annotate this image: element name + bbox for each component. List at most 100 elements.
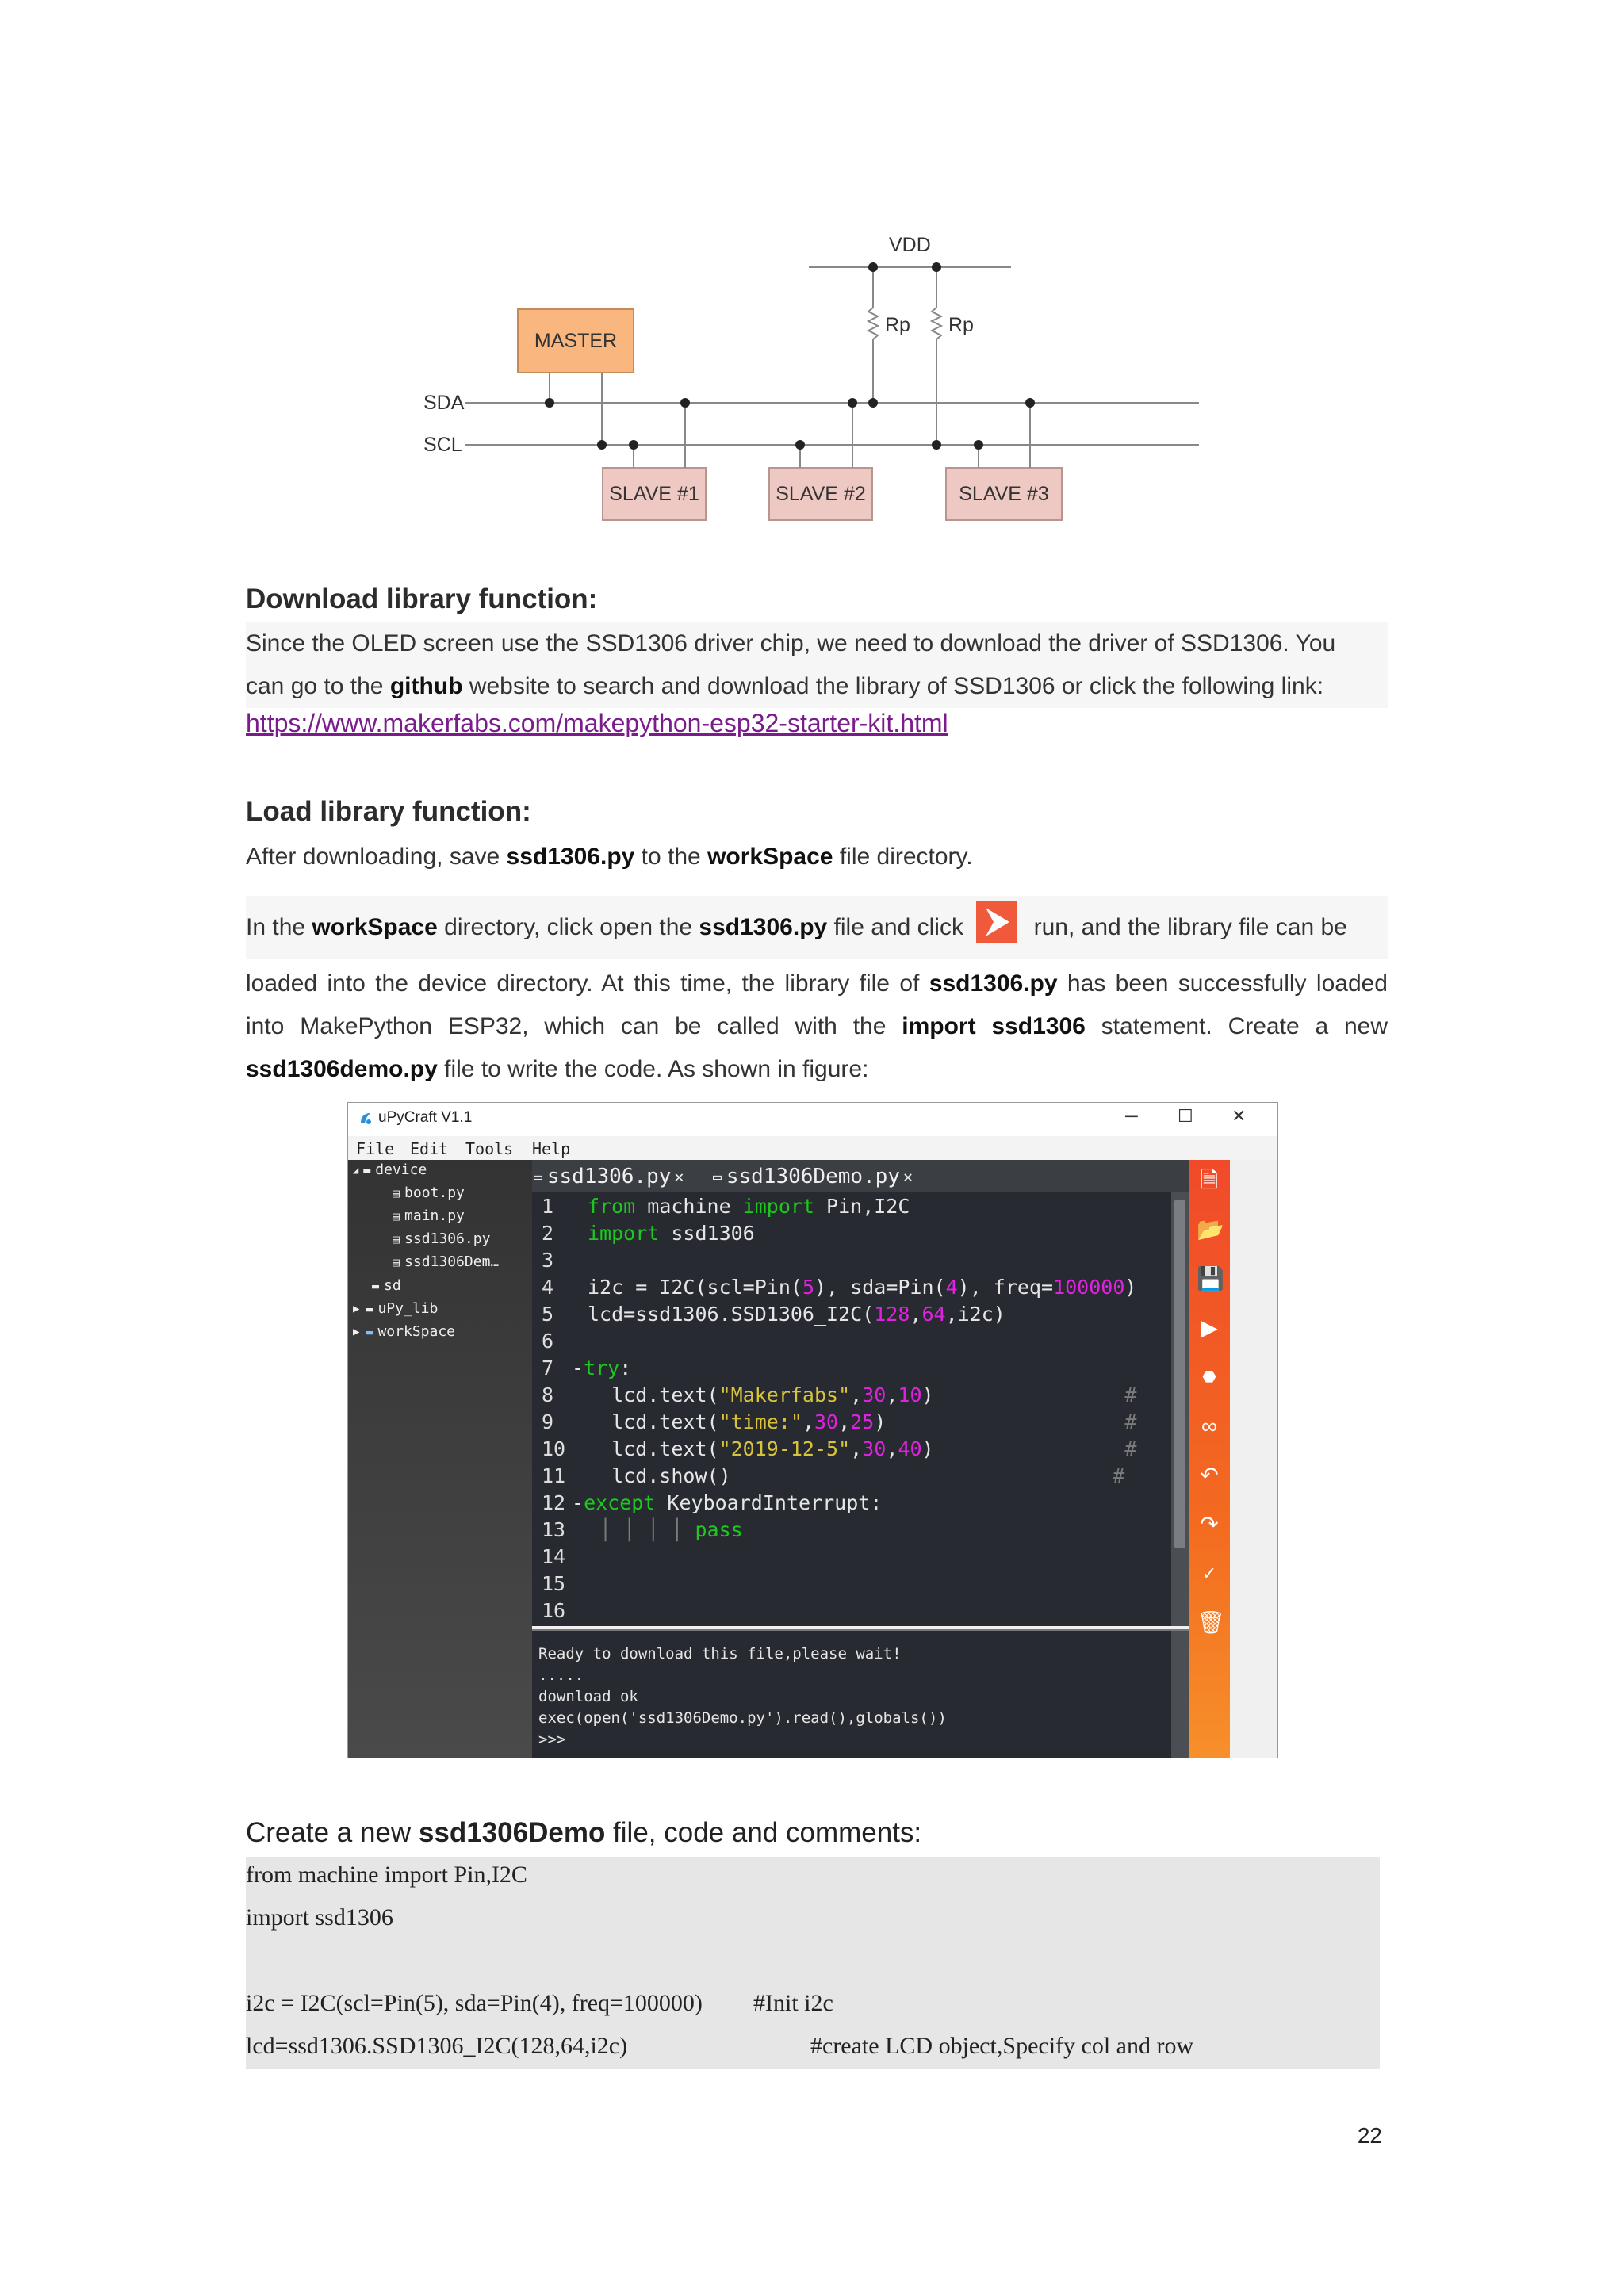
menu-bar: File Edit Tools Help — [348, 1136, 1277, 1160]
scroll-thumb[interactable] — [1174, 1200, 1185, 1548]
terminal-prompt: >>> — [538, 1731, 575, 1748]
run-icon[interactable]: ▶ — [1201, 1315, 1218, 1340]
tab-ssd1306[interactable]: ▭ssd1306.py✕ — [534, 1163, 684, 1190]
scl-label: SCL — [423, 434, 462, 456]
file-tree: ◢▬device ▤boot.py ▤main.py ▤ssd1306.py ▤… — [348, 1160, 532, 1758]
rp2-label: Rp — [948, 314, 974, 336]
clear-icon[interactable]: 🗑 — [1197, 1610, 1225, 1635]
master-label: MASTER — [534, 330, 617, 352]
tree-label: main.py — [404, 1207, 465, 1224]
terminal-panel[interactable]: Ready to download this file,please wait!… — [532, 1629, 1189, 1758]
rp2-resistor — [929, 307, 944, 340]
terminal-scrollbar[interactable] — [1171, 1631, 1189, 1758]
undo-icon[interactable]: ↶ — [1200, 1463, 1219, 1487]
github-term: github — [389, 673, 463, 699]
listing-line-5: lcd=ssd1306.SSD1306_I2C(128,64,i2c)#crea… — [246, 2033, 1193, 2060]
tree-item-sd[interactable]: ▬sd — [372, 1277, 401, 1294]
load-text-11: statement. Create a new — [1085, 1013, 1388, 1039]
file-icon: ▤ — [393, 1254, 400, 1269]
editor-scrollbar[interactable] — [1171, 1192, 1189, 1626]
expand-right-icon[interactable]: ▶ — [353, 1325, 360, 1338]
tree-label: ssd1306.py — [404, 1230, 491, 1247]
expand-right-icon[interactable]: ▶ — [353, 1302, 360, 1315]
folder-icon: ▬ — [363, 1162, 371, 1177]
listing-code: i2c = I2C(scl=Pin(5), sda=Pin(4), freq=1… — [246, 1990, 703, 2016]
load-text-2: to the — [634, 844, 708, 870]
tab-close-icon[interactable]: ✕ — [674, 1167, 684, 1186]
terminal-line: Ready to download this file,please wait! — [538, 1645, 902, 1663]
slave3-box — [945, 467, 1063, 521]
listing-line-2: import ssd1306 — [246, 1904, 393, 1931]
file-icon: ▤ — [393, 1208, 400, 1223]
tree-item-upy-lib[interactable]: ▶▬uPy_lib — [353, 1300, 438, 1317]
load-text-7: run, and the library file can be — [1027, 914, 1347, 940]
open-file-icon[interactable]: 📂 — [1197, 1217, 1224, 1242]
load-text-10: into MakePython ESP32, which can be call… — [246, 1013, 902, 1039]
menu-help[interactable]: Help — [532, 1139, 571, 1158]
create-demo-heading: Create a new ssd1306Demo file, code and … — [246, 1817, 921, 1849]
monitor-icon: ▭ — [534, 1168, 542, 1185]
tree-item-main[interactable]: ▤ main.py — [393, 1207, 465, 1224]
syntax-check-icon[interactable]: ✓ — [1201, 1563, 1217, 1583]
terminal-line: ..... — [538, 1667, 584, 1684]
rp1-resistor — [866, 307, 880, 340]
file-icon: ▤ — [393, 1185, 400, 1200]
tab-label: ssd1306.py — [546, 1165, 672, 1188]
slave2-box — [768, 467, 873, 521]
tab-label: ssd1306Demo.py — [726, 1165, 900, 1188]
redo-icon[interactable]: ↷ — [1200, 1512, 1219, 1536]
tree-item-workspace[interactable]: ▶▬workSpace — [353, 1323, 455, 1340]
upycraft-window: uPyCraft V1.1 ─ ☐ ✕ File Edit Tools Help… — [347, 1102, 1278, 1758]
ssd1306-term-3: ssd1306.py — [929, 970, 1058, 997]
slave2-label: SLAVE #2 — [776, 483, 866, 505]
load-text-4: In the — [246, 914, 312, 940]
tree-label: boot.py — [404, 1184, 465, 1201]
slave1-box — [602, 467, 707, 521]
menu-edit[interactable]: Edit — [410, 1139, 449, 1158]
load-paragraph-line5: ssd1306demo.py file to write the code. A… — [246, 1048, 1388, 1091]
menu-tools[interactable]: Tools — [465, 1139, 514, 1158]
expand-down-icon[interactable]: ◢ — [353, 1164, 359, 1176]
right-toolbar: 🗎 📂 💾 ▶ ⬣ ∞ ↶ ↷ ✓ 🗑 — [1189, 1160, 1230, 1758]
tab-ssd1306demo[interactable]: ▭ssd1306Demo.py✕ — [713, 1163, 913, 1190]
menu-file[interactable]: File — [356, 1139, 395, 1158]
save-icon[interactable]: 💾 — [1197, 1266, 1224, 1291]
tab-close-icon[interactable]: ✕ — [903, 1167, 914, 1186]
tree-label: uPy_lib — [377, 1300, 439, 1317]
minimize-icon[interactable]: ─ — [1125, 1106, 1138, 1126]
load-paragraph-line3: loaded into the device directory. At thi… — [246, 962, 1388, 1005]
download-text-1: Since the OLED screen use the SSD1306 dr… — [246, 630, 1336, 656]
workspace-term-2: workSpace — [312, 914, 438, 940]
download-library-heading: Download library function: — [246, 584, 598, 614]
code-listing: from machine import Pin,I2C import ssd13… — [246, 1857, 1380, 2069]
stop-icon[interactable]: ⬣ — [1202, 1368, 1216, 1386]
load-paragraph-line4: into MakePython ESP32, which can be call… — [246, 1005, 1388, 1048]
file-icon: ▤ — [393, 1231, 400, 1246]
tree-item-ssd1306[interactable]: ▤ ssd1306.py — [393, 1230, 490, 1247]
new-file-icon[interactable]: 🗎 — [1200, 1168, 1219, 1192]
demo-name-term: ssd1306Demo — [418, 1817, 606, 1848]
listing-line-1: from machine import Pin,I2C — [246, 1862, 527, 1888]
rp1-label: Rp — [885, 314, 910, 336]
tree-item-ssd1306demo[interactable]: ▤ssd1306Dem… — [393, 1253, 499, 1270]
terminal-line: download ok — [538, 1688, 638, 1705]
terminal-line: exec(open('ssd1306Demo.py').read(),globa… — [538, 1709, 947, 1727]
listing-comment: #Init i2c — [753, 1990, 833, 2016]
demo-file-term: ssd1306demo.py — [246, 1056, 438, 1082]
ssd1306-term-2: ssd1306.py — [699, 914, 828, 940]
makerfabs-link[interactable]: https://www.makerfabs.com/makepython-esp… — [246, 709, 948, 737]
import-statement-term: import ssd1306 — [902, 1013, 1086, 1039]
load-text-5: directory, click open the — [437, 914, 699, 940]
load-text-9: has been successfully loaded — [1057, 970, 1388, 997]
listing-code: lcd=ssd1306.SSD1306_I2C(128,64,i2c) — [246, 2033, 628, 2059]
connect-icon[interactable]: ∞ — [1201, 1414, 1217, 1438]
tree-item-device[interactable]: ◢▬device — [353, 1161, 427, 1178]
maximize-icon[interactable]: ☐ — [1178, 1106, 1193, 1126]
tree-item-boot[interactable]: ▤ boot.py — [393, 1184, 465, 1201]
download-text-2: can go to the — [246, 673, 390, 699]
tree-label: workSpace — [377, 1323, 456, 1340]
close-icon[interactable]: ✕ — [1231, 1106, 1247, 1126]
slave1-label: SLAVE #1 — [609, 483, 699, 505]
title-bar: uPyCraft V1.1 ─ ☐ ✕ — [348, 1103, 1277, 1136]
